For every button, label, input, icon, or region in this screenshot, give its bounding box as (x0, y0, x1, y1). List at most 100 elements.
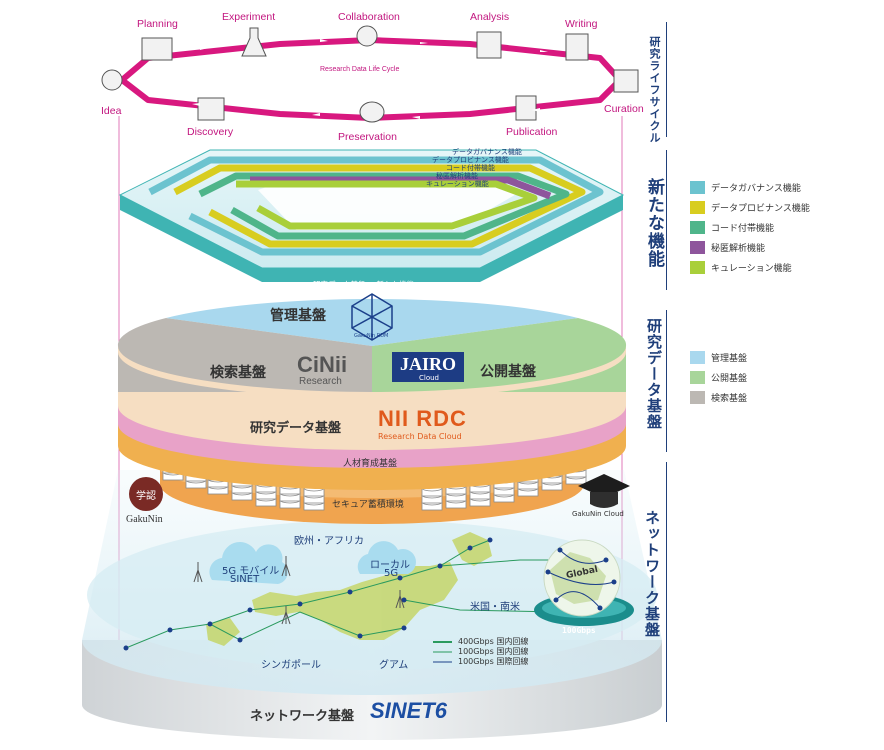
jairo-sub: Cloud (419, 374, 439, 382)
hex-platform-side (120, 195, 623, 282)
legend-new-label-4: キュレーション機能 (711, 264, 792, 274)
mobile-5g-label-2: SINET (230, 574, 260, 585)
side-bracket-network (666, 462, 667, 722)
legend-rd-swatch-0 (690, 351, 705, 364)
stage-publication: Publication (506, 126, 558, 138)
gakunin-seal-text: 学認 (136, 491, 156, 502)
legend-new-item-0: データガバナンス機能 (690, 181, 801, 194)
side-bracket-research-data (666, 310, 667, 452)
arrow-provenance (173, 164, 586, 248)
legend-new-swatch-4 (690, 261, 705, 274)
analysis-icon (476, 31, 502, 59)
legend-new-label-1: データプロビナンス機能 (711, 204, 810, 214)
legend-new-item-2: コード付帯機能 (690, 221, 774, 234)
singapore-label: シンガポール (261, 660, 321, 671)
publication-label: 公開基盤 (480, 364, 536, 380)
gakunin-logo: GakuNin (126, 514, 163, 525)
research-data-label: 研究データ基盤 (250, 421, 342, 436)
mobile-5g-cloud (209, 542, 288, 584)
search-section (117, 318, 373, 346)
us-label: 米国・南米 (470, 602, 520, 613)
search-label: 検索基盤 (210, 365, 266, 381)
nii-rdc-sub: Research Data Cloud (378, 432, 462, 441)
stage-experiment: Experiment (222, 11, 276, 23)
side-bracket-new-functions (666, 150, 667, 290)
experiment-icon (241, 27, 267, 57)
database-stacks (162, 454, 587, 511)
stage-planning: Planning (137, 18, 178, 30)
legend-rd-item-0: 管理基盤 (690, 351, 747, 364)
management-label: 管理基盤 (270, 308, 326, 324)
function-arrows (148, 156, 604, 256)
legend-rd-swatch-2 (690, 391, 705, 404)
gakunin-cloud-logo: GakuNin Cloud (572, 510, 624, 518)
side-title-network: ネットワーク基盤 (643, 510, 661, 638)
net-legend-400g: 400Gbps 国内回線 (458, 637, 529, 646)
net-legend-100g-international: 100Gbps 国際回線 (458, 657, 529, 666)
side-title-new-functions: 新たな機能 (644, 178, 664, 268)
platform-caption: 研究データ基盤 + 新たな機能 (313, 280, 415, 289)
side-title-research-data: 研究データ基盤 (645, 318, 663, 430)
europe-label: 欧州・アフリカ (294, 536, 364, 547)
arrow-label-confidential: 秘匿解析機能 (436, 172, 478, 180)
legend-new-swatch-2 (690, 221, 705, 234)
discovery-icon (197, 97, 225, 121)
legend-rd-label-0: 管理基盤 (711, 354, 748, 364)
stage-writing: Writing (565, 18, 598, 30)
arrow-confidential (250, 176, 552, 200)
legend-rd-swatch-1 (690, 371, 705, 384)
local-5g-label: ローカル (370, 560, 410, 571)
legend-new-swatch-1 (690, 201, 705, 214)
network-nodes (123, 537, 493, 651)
side-bracket-lifecycle (666, 22, 667, 137)
jairo-logo: JAIRO (392, 352, 464, 382)
writing-icon (565, 33, 589, 61)
network-lines (125, 539, 600, 649)
bandwidth-label: 100Gbps (562, 626, 596, 635)
network-base-label: ネットワーク基盤 (250, 709, 355, 724)
japan-map (206, 532, 492, 646)
mobile-5g-label: 5G モバイル (222, 566, 280, 577)
legend-new-item-3: 秘匿解析機能 (690, 241, 765, 254)
planning-icon (141, 37, 173, 61)
legend-rd-item-1: 公開基盤 (690, 371, 747, 384)
hex-platform-inner (258, 176, 520, 230)
arrow-label-provenance: データプロビナンス機能 (432, 156, 509, 164)
human-label: 人材育成基盤 (343, 459, 398, 469)
stage-idea: Idea (101, 105, 122, 117)
stage-curation: Curation (604, 103, 644, 115)
net-legend-100g-domestic: 100Gbps 国内回線 (458, 647, 529, 656)
publication-icon (515, 95, 537, 121)
global-globe (534, 539, 634, 626)
guam-label: グアム (379, 660, 409, 671)
side-title-lifecycle: 研究ライフサイクル (648, 36, 661, 144)
stage-preservation: Preservation (338, 131, 397, 143)
graduation-cap-icon (578, 474, 630, 508)
preservation-icon (359, 101, 385, 123)
legend-new-label-2: コード付帯機能 (711, 224, 775, 234)
lifecycle-center-label: Research Data Life Cycle (320, 66, 400, 73)
idea-icon (101, 69, 123, 91)
lifecycle-ring-arrows (192, 39, 548, 119)
arrow-curation (236, 180, 538, 230)
secure-label: セキュア蓄積環境 (332, 500, 404, 510)
local-5g-cloud (357, 541, 416, 574)
arrow-label-code: コード付帯機能 (446, 164, 495, 172)
rdm-logo-text: GakuNin RDM (354, 333, 389, 339)
legend-new-label-0: データガバナンス機能 (711, 184, 801, 194)
curation-icon (613, 69, 639, 93)
gakunin-seal (129, 477, 163, 511)
legend-rd-label-2: 検索基盤 (711, 394, 748, 404)
legend-rd-label-1: 公開基盤 (711, 374, 748, 384)
antenna-icons (193, 556, 405, 625)
legend-new-item-1: データプロビナンス機能 (690, 201, 810, 214)
sinet6-logo: SINET6 (370, 698, 448, 723)
cinii-sub: Research (299, 376, 342, 387)
legend-new-label-3: 秘匿解析機能 (711, 244, 766, 254)
cinii-logo: CiNii (297, 352, 348, 377)
arrow-code (198, 172, 570, 240)
stage-analysis: Analysis (470, 11, 510, 23)
nii-rdc-logo: NII RDC (378, 406, 467, 431)
